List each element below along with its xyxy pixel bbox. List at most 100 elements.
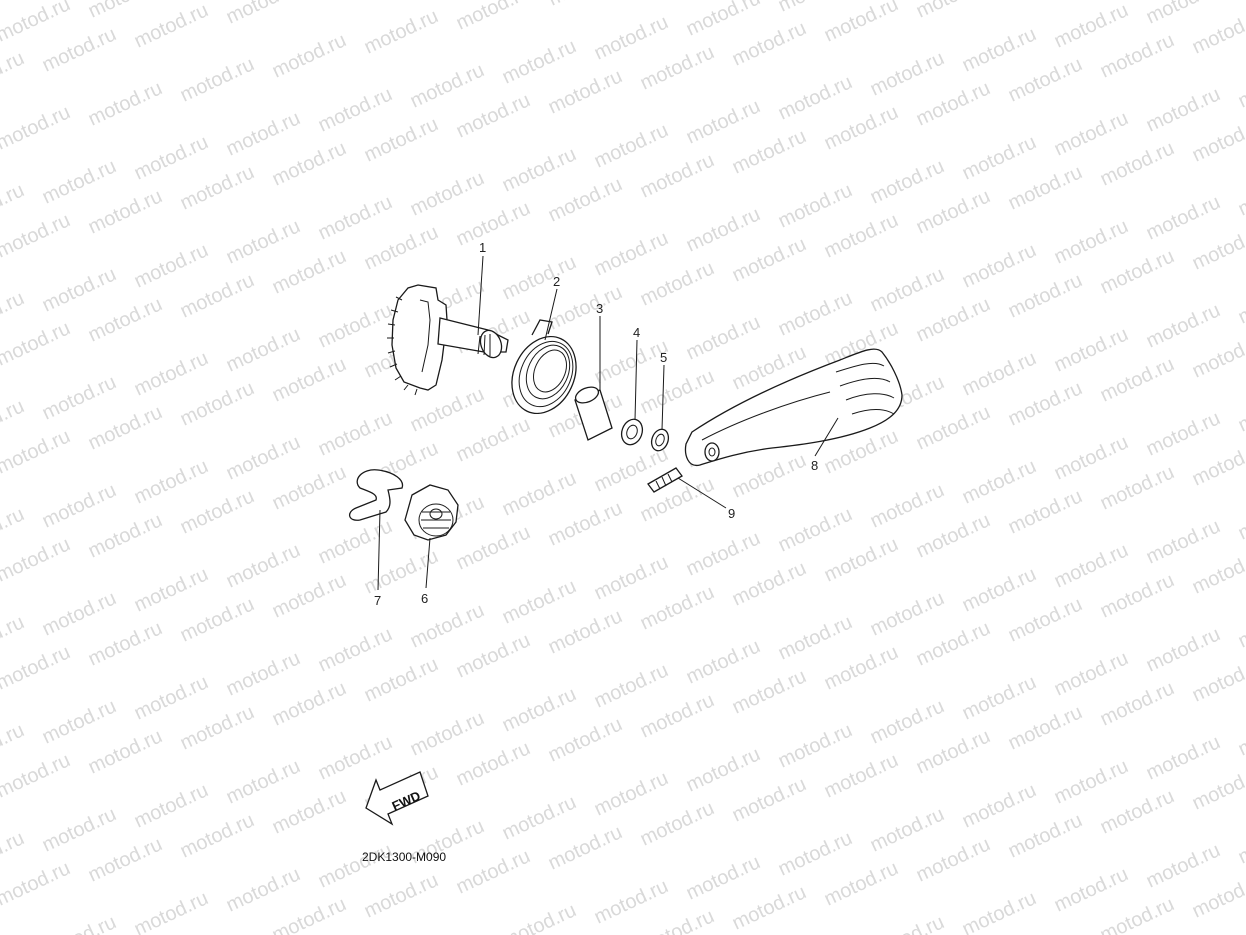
watermark-text: motod.ru bbox=[1143, 839, 1224, 892]
watermark-text: motod.ru bbox=[177, 593, 258, 646]
watermark-text: motod.ru bbox=[269, 245, 350, 298]
watermark-text: motod.ru bbox=[1235, 0, 1246, 5]
watermark-text: motod.ru bbox=[959, 455, 1040, 508]
watermark-text: motod.ru bbox=[1005, 161, 1086, 214]
watermark-text: motod.ru bbox=[1189, 437, 1246, 490]
watermark-text: motod.ru bbox=[867, 911, 948, 935]
callout-8: 8 bbox=[811, 458, 818, 473]
watermark-text: motod.ru bbox=[1235, 59, 1246, 112]
watermark-text: motod.ru bbox=[85, 401, 166, 454]
watermark-text: motod.ru bbox=[177, 269, 258, 322]
watermark-text: motod.ru bbox=[729, 17, 810, 70]
watermark-text: motod.ru bbox=[1143, 0, 1224, 29]
watermark-text: motod.ru bbox=[913, 509, 994, 562]
watermark-text: motod.ru bbox=[591, 227, 672, 280]
watermark-text: motod.ru bbox=[269, 137, 350, 190]
watermark-text: motod.ru bbox=[683, 203, 764, 256]
watermark-text: motod.ru bbox=[683, 527, 764, 580]
watermark-text: motod.ru bbox=[315, 83, 396, 136]
watermark-text: motod.ru bbox=[0, 179, 28, 232]
watermark-text: motod.ru bbox=[499, 35, 580, 88]
kick-gear-part[interactable] bbox=[404, 484, 459, 541]
watermark-text: motod.ru bbox=[0, 395, 28, 448]
watermark-text: motod.ru bbox=[1097, 461, 1178, 514]
watermark-text: motod.ru bbox=[1189, 761, 1246, 814]
watermark-text: motod.ru bbox=[499, 467, 580, 520]
watermark-text: motod.ru bbox=[1097, 569, 1178, 622]
watermark-text: motod.ru bbox=[269, 353, 350, 406]
watermark-text: motod.ru bbox=[867, 47, 948, 100]
watermark-text: motod.ru bbox=[637, 473, 718, 526]
diagram-code: 2DK1300-M090 bbox=[362, 850, 446, 864]
watermark-text: motod.ru bbox=[775, 611, 856, 664]
kick-axle-part[interactable] bbox=[387, 284, 509, 396]
watermark-text: motod.ru bbox=[315, 515, 396, 568]
watermark-text: motod.ru bbox=[131, 887, 212, 935]
watermark-text: motod.ru bbox=[1143, 83, 1224, 136]
watermark-text: motod.ru bbox=[1189, 869, 1246, 922]
watermark-text: motod.ru bbox=[637, 905, 718, 935]
watermark-text: motod.ru bbox=[269, 29, 350, 82]
watermark-text: motod.ru bbox=[453, 521, 534, 574]
watermark-text: motod.ru bbox=[959, 563, 1040, 616]
watermark-text: motod.ru bbox=[1097, 353, 1178, 406]
watermark-text: motod.ru bbox=[177, 809, 258, 862]
watermark-text: motod.ru bbox=[177, 161, 258, 214]
watermark-text: motod.ru bbox=[269, 785, 350, 838]
watermark-text: motod.ru bbox=[1097, 785, 1178, 838]
bolt-part[interactable] bbox=[647, 467, 683, 493]
watermark-text: motod.ru bbox=[85, 509, 166, 562]
watermark-text: motod.ru bbox=[821, 641, 902, 694]
watermark-text: motod.ru bbox=[315, 299, 396, 352]
watermark-text: motod.ru bbox=[453, 0, 534, 35]
watermark-text: motod.ru bbox=[361, 869, 442, 922]
watermark-text: motod.ru bbox=[1143, 515, 1224, 568]
watermark-text: motod.ru bbox=[545, 497, 626, 550]
watermark-text: motod.ru bbox=[821, 749, 902, 802]
callout-5: 5 bbox=[660, 350, 667, 365]
watermark-text: motod.ru bbox=[39, 479, 120, 532]
watermark-text: motod.ru bbox=[39, 371, 120, 424]
watermark-text: motod.ru bbox=[1235, 815, 1246, 868]
watermark-text: motod.ru bbox=[637, 797, 718, 850]
watermark-text: motod.ru bbox=[1051, 863, 1132, 916]
watermark-text: motod.ru bbox=[1051, 323, 1132, 376]
watermark-text: motod.ru bbox=[177, 701, 258, 754]
watermark-text: motod.ru bbox=[1097, 137, 1178, 190]
watermark-text: motod.ru bbox=[867, 479, 948, 532]
circlip-part[interactable] bbox=[649, 427, 672, 453]
watermark-text: motod.ru bbox=[959, 671, 1040, 724]
watermark-text: motod.ru bbox=[775, 287, 856, 340]
watermark-text: motod.ru bbox=[683, 851, 764, 904]
watermark-text: motod.ru bbox=[1005, 701, 1086, 754]
watermark-text: motod.ru bbox=[1097, 29, 1178, 82]
watermark-text: motod.ru bbox=[729, 665, 810, 718]
watermark-text: motod.ru bbox=[545, 713, 626, 766]
watermark-text: motod.ru bbox=[499, 683, 580, 736]
spacer-part[interactable] bbox=[573, 384, 613, 441]
watermark-text: motod.ru bbox=[959, 239, 1040, 292]
callout-9: 9 bbox=[728, 506, 735, 521]
watermark-text: motod.ru bbox=[729, 125, 810, 178]
watermark-text: motod.ru bbox=[1189, 653, 1246, 706]
kick-crank-part[interactable] bbox=[684, 348, 903, 467]
watermark-text: motod.ru bbox=[85, 77, 166, 130]
watermark-text: motod.ru bbox=[39, 695, 120, 748]
watermark-text: motod.ru bbox=[407, 167, 488, 220]
watermark-text: motod.ru bbox=[1143, 623, 1224, 676]
clip-part[interactable] bbox=[349, 469, 404, 521]
watermark-text: motod.ru bbox=[453, 413, 534, 466]
watermark-text: motod.ru bbox=[361, 113, 442, 166]
watermark-text: motod.ru bbox=[637, 41, 718, 94]
watermark-text: motod.ru bbox=[315, 191, 396, 244]
washer-part[interactable] bbox=[618, 416, 646, 447]
watermark-text: motod.ru bbox=[1005, 53, 1086, 106]
watermark-text: motod.ru bbox=[0, 719, 28, 772]
watermark-text: motod.ru bbox=[1097, 677, 1178, 730]
watermark-text: motod.ru bbox=[453, 89, 534, 142]
watermark-text: motod.ru bbox=[85, 0, 166, 23]
watermark-text: motod.ru bbox=[913, 77, 994, 130]
watermark-text: motod.ru bbox=[1005, 593, 1086, 646]
watermark-text: motod.ru bbox=[499, 251, 580, 304]
watermark-text: motod.ru bbox=[269, 461, 350, 514]
